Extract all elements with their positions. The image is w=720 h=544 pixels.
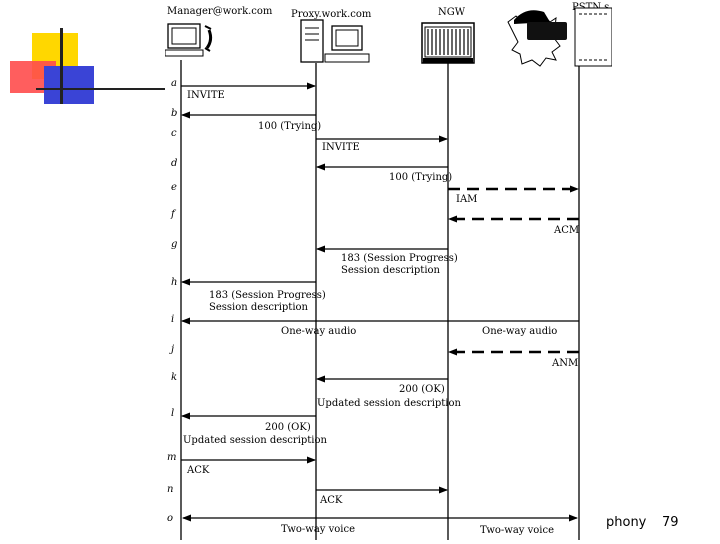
step-label: i (171, 314, 174, 325)
iam-label: IAM (456, 194, 477, 205)
step-label: b (171, 108, 177, 119)
two-way-voice-label: Two-way voice (480, 525, 554, 536)
invite-label: INVITE (187, 90, 225, 101)
workstation-icon (164, 23, 213, 57)
pstn-switch-icon (507, 7, 613, 67)
anm-label: ANM (551, 358, 578, 369)
ok-label: 200 (OK) (265, 422, 311, 433)
invite-label: INVITE (322, 142, 360, 153)
step-label: d (171, 158, 177, 169)
ok-label: 200 (OK) (399, 384, 445, 395)
session-progress-label: 183 (Session Progress) (341, 253, 458, 264)
proxy-label: Proxy.work.com (291, 9, 372, 20)
manager-label: Manager@work.com (167, 6, 273, 17)
ngw-label: NGW (438, 7, 466, 18)
sip-call-flow-diagram: Manager@work.com Proxy.work.com NGW PSTN… (164, 0, 613, 540)
step-label: g (171, 239, 177, 250)
step-label: j (169, 344, 174, 355)
deco-vertical-line (60, 28, 63, 104)
page-number: 79 (662, 515, 679, 530)
step-label: n (167, 484, 173, 495)
step-label: e (171, 182, 177, 193)
ack-label: ACK (319, 495, 343, 506)
gateway-icon (421, 22, 475, 64)
updated-session-label: Updated session description (317, 398, 462, 409)
one-way-audio-label: One-way audio (482, 326, 557, 337)
acm-label: ACM (553, 225, 579, 236)
step-label: k (171, 372, 177, 383)
step-label: a (171, 78, 177, 89)
two-way-voice-label: Two-way voice (281, 524, 355, 535)
updated-session-label: Updated session description (183, 435, 328, 446)
footer-text: phony (606, 515, 647, 530)
step-labels: a b c d e f g h i j k l m n o (167, 78, 177, 524)
step-label: h (171, 277, 177, 288)
one-way-audio-label: One-way audio (281, 326, 356, 337)
step-label: f (170, 209, 177, 220)
step-label: l (171, 408, 174, 419)
step-label: m (167, 452, 176, 463)
call-flow-svg: Manager@work.com Proxy.work.com NGW PSTN… (164, 2, 613, 540)
deco-horizontal-line (36, 88, 168, 90)
trying-label: 100 (Trying) (389, 172, 452, 183)
trying-label: 100 (Trying) (258, 121, 321, 132)
session-description-label: Session description (341, 265, 441, 276)
step-label: c (171, 128, 177, 139)
session-description-label: Session description (209, 302, 309, 313)
deco-blue-square (44, 66, 94, 104)
ack-label: ACK (186, 465, 210, 476)
session-progress-label: 183 (Session Progress) (209, 290, 326, 301)
step-label: o (167, 513, 173, 524)
server-icon (300, 19, 370, 63)
